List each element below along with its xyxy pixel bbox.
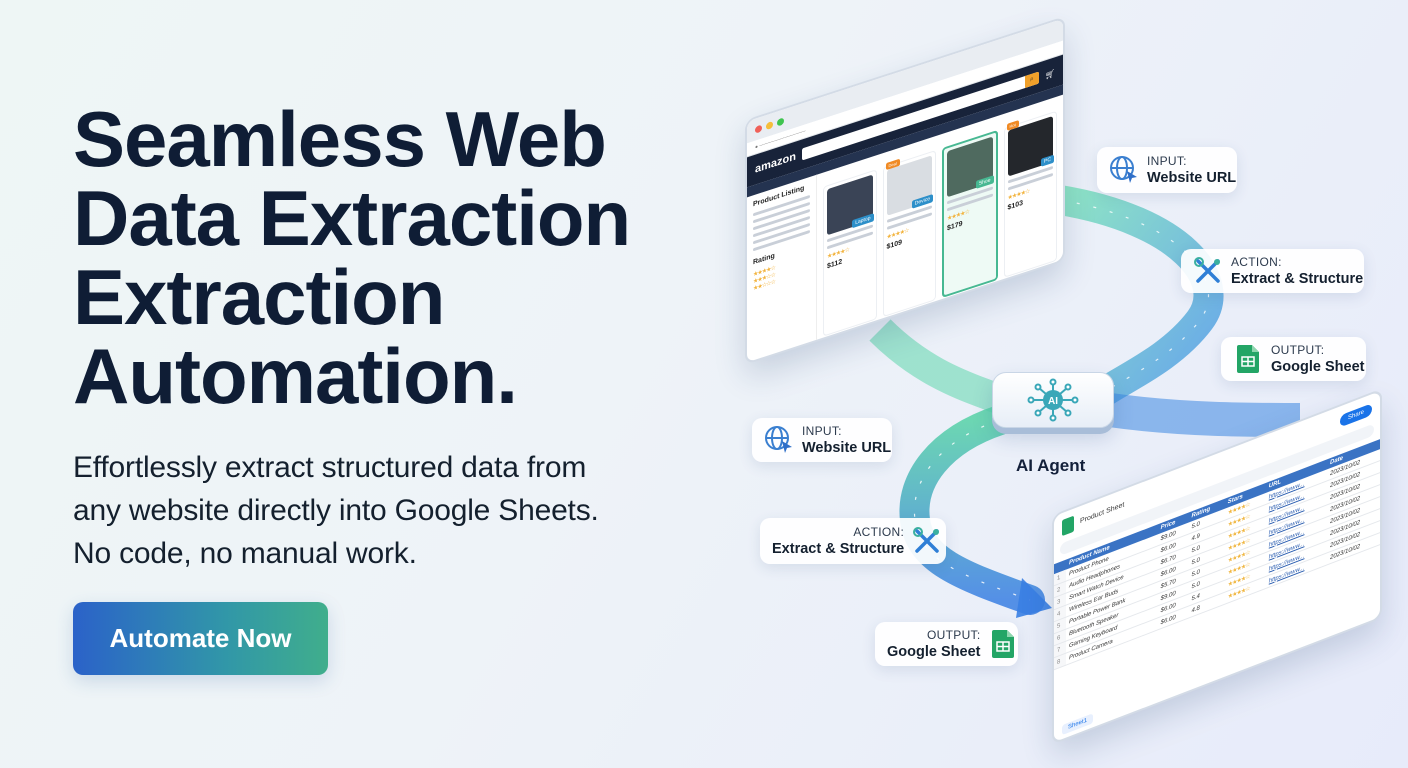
callout-output-top: OUTPUT: Google Sheet [1221, 337, 1366, 381]
headline-line: Automation. [73, 332, 518, 420]
product-card: Laptop ★★★★☆ $112 [823, 169, 877, 337]
hero-section: Seamless Web Data Extraction Extraction … [73, 100, 693, 575]
callout-tag: OUTPUT: [1271, 343, 1325, 357]
google-sheets-icon [1233, 344, 1263, 374]
maximize-dot-icon [777, 116, 784, 127]
headline: Seamless Web Data Extraction Extraction … [73, 100, 693, 416]
svg-text:AI: AI [1048, 396, 1058, 407]
callout-action-top: ACTION: Extract & Structure [1181, 249, 1364, 293]
store-logo: amazon [755, 150, 796, 176]
callout-value: Extract & Structure [772, 541, 905, 557]
spreadsheet-mockup: Product Sheet Share Product Name Price R… [1052, 388, 1382, 745]
headline-line: Seamless Web [73, 95, 607, 183]
ai-network-icon: AI [1027, 378, 1079, 422]
callout-output-bottom: OUTPUT: Google Sheet [875, 622, 1018, 666]
filter-sidebar: Product Listing Rating ★★★★☆ ★★★☆☆ ★★☆☆☆ [747, 174, 817, 366]
callout-input-bottom: INPUT: Website URL [752, 418, 892, 462]
browser-mockup: ● ───────────── amazon ⌕ 🛒︎ Product List… [745, 16, 1065, 366]
automate-now-button[interactable]: Automate Now [73, 602, 328, 675]
ai-agent-node: AI [992, 372, 1114, 428]
subtext-line: No code, no manual work. [73, 537, 417, 570]
cart-icon: 🛒︎ [1044, 67, 1055, 81]
subtext: Effortlessly extract structured data fro… [73, 446, 693, 575]
callout-tag: OUTPUT: [927, 628, 981, 642]
callout-action-bottom: ACTION: Extract & Structure [760, 518, 946, 564]
callout-value: Website URL [1147, 170, 1237, 186]
callout-value: Website URL [802, 440, 892, 456]
callout-input-top: INPUT: Website URL [1097, 147, 1237, 193]
callout-value: Google Sheet [1271, 359, 1365, 375]
globe-cursor-icon [1109, 155, 1139, 185]
google-sheets-icon [988, 629, 1018, 659]
ai-agent-label: AI Agent [1016, 456, 1086, 475]
callout-tag: ACTION: [1231, 255, 1282, 269]
callout-value: Extract & Structure [1231, 271, 1364, 287]
callout-value: Google Sheet [887, 644, 981, 660]
product-card: Hot PC ★★★★☆ $103 [1003, 110, 1057, 279]
callout-tag: ACTION: [853, 525, 905, 539]
subtext-line: Effortlessly extract structured data fro… [73, 451, 587, 484]
product-card: Deal Device ★★★★☆ $109 [882, 149, 936, 318]
subtext-line: any website directly into Google Sheets. [73, 494, 599, 527]
minimize-dot-icon [766, 120, 773, 130]
product-card-selected: Shoe ★★★★☆ $179 [942, 129, 998, 298]
headline-line: Extraction [73, 253, 445, 341]
callout-tag: INPUT: [802, 424, 842, 438]
tools-icon [912, 526, 942, 556]
sheet-tab: Sheet1 [1062, 713, 1094, 736]
headline-line: Data Extraction [73, 174, 631, 262]
share-button: Share [1339, 403, 1372, 428]
google-sheets-icon [1062, 515, 1074, 537]
tools-icon [1193, 256, 1223, 286]
search-icon: ⌕ [1024, 71, 1039, 89]
callout-tag: INPUT: [1147, 154, 1187, 168]
globe-cursor-icon [764, 425, 794, 455]
close-dot-icon [755, 123, 762, 134]
